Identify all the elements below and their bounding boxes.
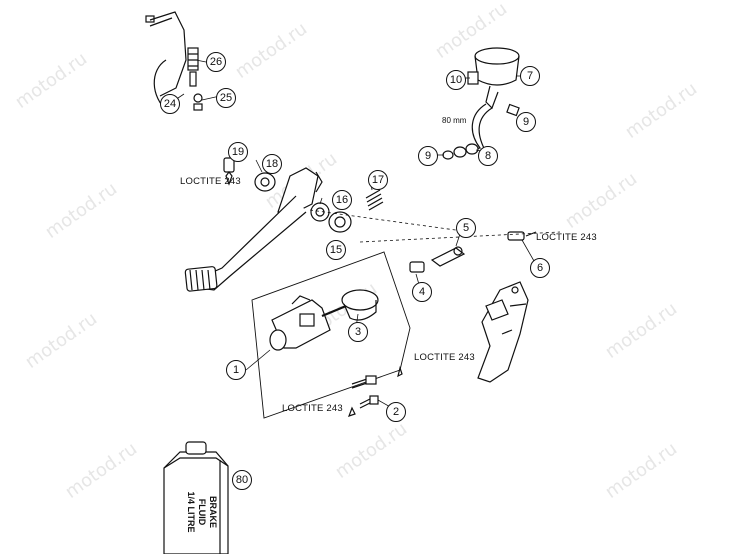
callout-8[interactable]: 8 [478,146,498,166]
callout-7[interactable]: 7 [520,66,540,86]
callout-5[interactable]: 5 [456,218,476,238]
callout-15[interactable]: 15 [326,240,346,260]
loctite-note: LOCTITE 243 [536,232,597,243]
callout-26[interactable]: 26 [206,52,226,72]
bottle-label-line-2: FLUID [197,498,207,526]
callout-6[interactable]: 6 [530,258,550,278]
bottle-label-line-1: BRAKE [208,495,218,528]
callout-3[interactable]: 3 [348,322,368,342]
callout-80[interactable]: 80 [232,470,252,490]
loctite-note: LOCTITE 243 [414,352,475,363]
callout-1[interactable]: 1 [226,360,246,380]
callout-10[interactable]: 10 [446,70,466,90]
brake-fluid-bottle [163,441,229,554]
push-rod-clevis [359,231,561,273]
footrest-bracket [477,281,529,383]
master-cylinder-frame [251,251,411,419]
bottle-label: BRAKE FLUID 1/4 LITRE [185,482,218,542]
reservoir-hose [145,11,203,113]
callout-9-lower[interactable]: 9 [418,146,438,166]
leader-lines [171,59,539,409]
callout-18[interactable]: 18 [262,154,282,174]
mounting-bolts [347,365,403,417]
callout-16[interactable]: 16 [332,190,352,210]
dust-boot [341,289,379,321]
callout-19[interactable]: 19 [228,142,248,162]
callout-17[interactable]: 17 [368,170,388,190]
brake-fluid-reservoir [442,47,520,160]
loctite-note: LOCTITE 243 [180,176,241,187]
callout-25[interactable]: 25 [216,88,236,108]
return-spring [365,189,384,211]
brake-pedal [184,167,323,292]
callout-4[interactable]: 4 [412,282,432,302]
loctite-note: LOCTITE 243 [282,403,343,414]
callout-9-upper[interactable]: 9 [516,112,536,132]
callout-2[interactable]: 2 [386,402,406,422]
pedal-bushings [309,202,471,233]
master-cylinder [269,295,347,351]
bottle-label-line-3: 1/4 LITRE [186,491,196,533]
screw-and-washer [223,157,276,192]
callout-24[interactable]: 24 [160,94,180,114]
hose-length-dimension: 80 mm [442,116,467,125]
